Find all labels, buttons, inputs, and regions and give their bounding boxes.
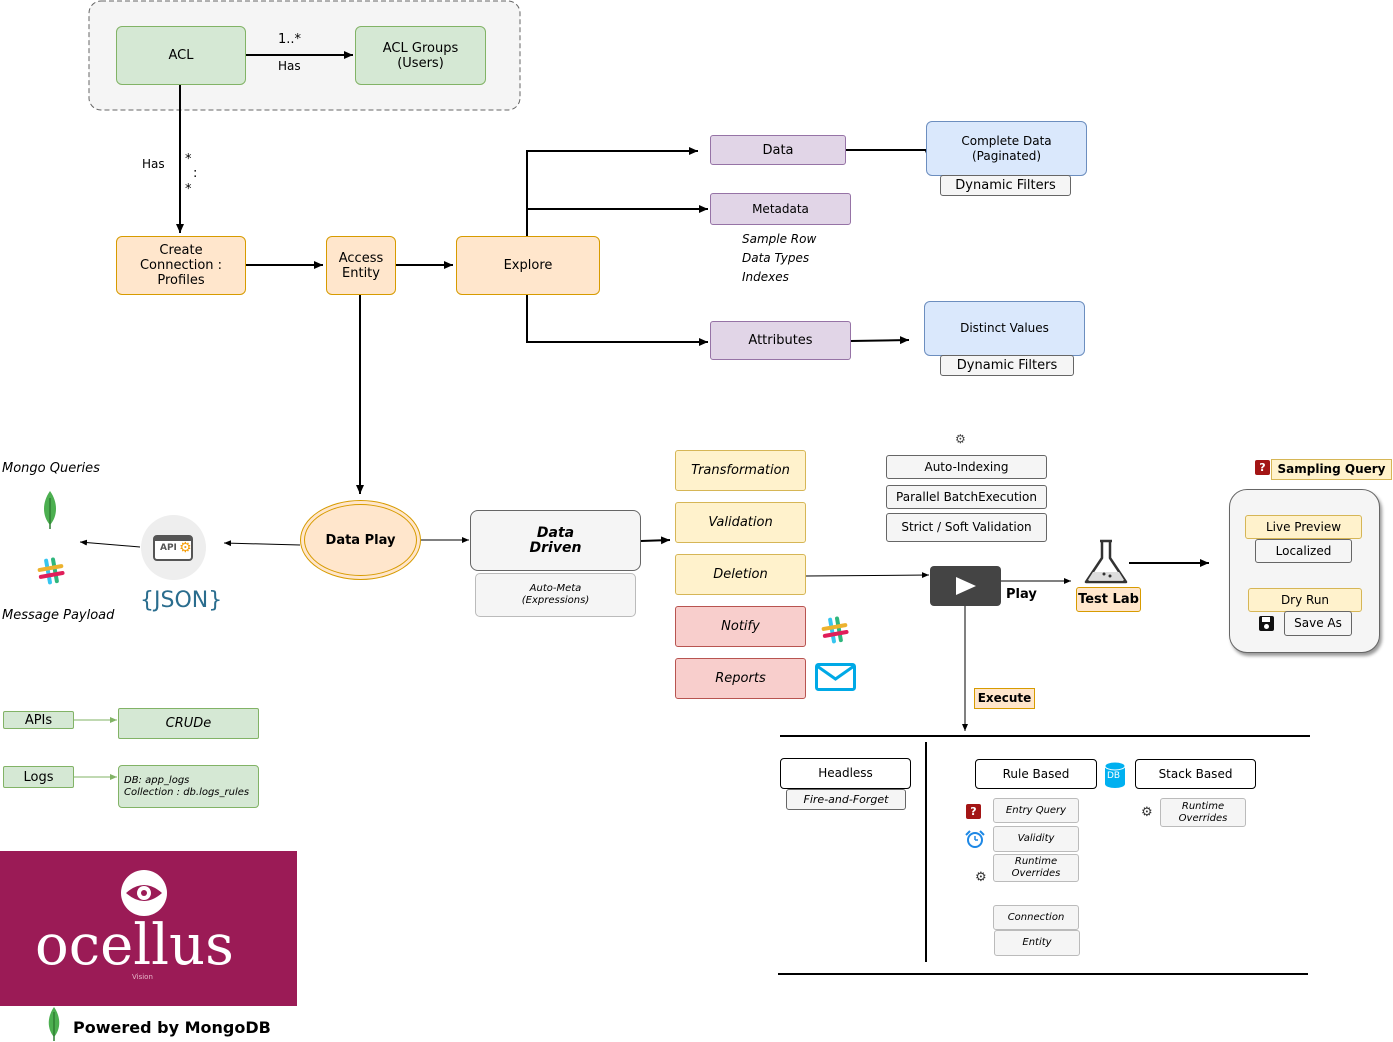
headless-node[interactable]: Headless [780, 758, 911, 789]
stack-item-runtime-overrides[interactable]: Runtime Overrides [1160, 798, 1246, 827]
option-strict-soft[interactable]: Strict / Soft Validation [886, 513, 1047, 542]
data-node[interactable]: Data [710, 135, 846, 165]
action-notify[interactable]: Notify [675, 606, 806, 647]
option-parallel-batch[interactable]: Parallel BatchExecution [886, 485, 1047, 509]
action-validation[interactable]: Validation [675, 502, 806, 543]
data-play-node[interactable]: Data Play [304, 504, 417, 576]
edge-dataplay-json [223, 540, 301, 547]
star-label-1: * [185, 152, 192, 167]
rule-based-node[interactable]: Rule Based [975, 759, 1097, 789]
metadata-item-indexes: Indexes [742, 270, 789, 284]
play-label: Play [1006, 587, 1037, 602]
has-label: Has [278, 59, 301, 73]
distinct-values-node[interactable]: Distinct Values [924, 301, 1085, 356]
rule-item-entity[interactable]: Entity [994, 930, 1080, 956]
rule-item-connection[interactable]: Connection [993, 905, 1079, 930]
slack-icon [37, 557, 65, 585]
edge-datadriven-actions [640, 536, 671, 545]
metadata-item-sample-row: Sample Row [742, 232, 817, 246]
api-icon-label: API [160, 543, 177, 553]
access-entity-node[interactable]: Access Entity [326, 236, 396, 295]
metadata-node[interactable]: Metadata [710, 193, 851, 225]
sampling-help-icon: ? [1255, 460, 1270, 475]
ocellus-logo: ocellus Vision [0, 851, 297, 1006]
play-button[interactable] [930, 566, 1001, 606]
message-payload-label: Message Payload [2, 608, 115, 623]
dynamic-filters-1[interactable]: Dynamic Filters [940, 175, 1071, 196]
apis-node[interactable]: APIs [3, 711, 74, 729]
sampling-query-node[interactable]: Sampling Query [1271, 459, 1392, 480]
action-reports[interactable]: Reports [675, 658, 806, 699]
action-deletion[interactable]: Deletion [675, 554, 806, 595]
json-label: {JSON} [140, 588, 223, 613]
test-lab-flask-icon [1084, 539, 1128, 584]
api-gear-icon: ⚙ [179, 540, 192, 556]
rule-item-runtime-overrides[interactable]: Runtime Overrides [993, 854, 1079, 882]
edge-data-complete [846, 149, 931, 158]
fire-and-forget-node[interactable]: Fire-and-Forget [786, 789, 906, 810]
rule-gear-icon: ⚙ [975, 870, 987, 885]
database-icon [1104, 761, 1126, 788]
acl-node[interactable]: ACL [116, 26, 246, 85]
crude-node[interactable]: CRUDe [118, 708, 259, 739]
action-transformation[interactable]: Transformation [675, 450, 806, 491]
star-label-2: : [193, 166, 198, 181]
auto-meta-node[interactable]: Auto-Meta (Expressions) [475, 573, 636, 617]
database-icon-label: DB [1107, 771, 1121, 781]
play-icon [956, 577, 976, 595]
save-as-button[interactable]: Save As [1284, 611, 1352, 636]
logs-db-node[interactable]: DB: app_logs Collection : db.logs_rules [118, 765, 259, 808]
email-icon [815, 663, 856, 691]
execute-node[interactable]: Execute [974, 688, 1035, 709]
alarm-clock-icon [965, 830, 985, 848]
star-label-3: * [185, 182, 192, 197]
complete-data-node[interactable]: Complete Data (Paginated) [926, 121, 1087, 176]
brand-sub: Vision [132, 973, 153, 981]
api-icon: API ⚙ [153, 535, 193, 561]
logs-node[interactable]: Logs [3, 766, 74, 788]
rule-item-validity[interactable]: Validity [993, 826, 1079, 852]
stack-gear-icon: ⚙ [1141, 805, 1153, 820]
edge-explore-data [526, 147, 698, 236]
option-auto-indexing[interactable]: Auto-Indexing [886, 455, 1047, 479]
eye-logo-icon [121, 870, 167, 916]
mongo-queries-label: Mongo Queries [2, 461, 100, 476]
stack-based-node[interactable]: Stack Based [1135, 759, 1256, 789]
brand-name: ocellus [35, 913, 234, 978]
edge-json-mongo [79, 539, 141, 548]
test-lab-node[interactable]: Test Lab [1076, 587, 1141, 612]
rule-item-entry-query[interactable]: Entry Query [993, 798, 1079, 823]
options-gear-icon: ⚙ [955, 432, 966, 446]
notify-slack-icon [821, 616, 849, 644]
powered-by-label: Powered by MongoDB [73, 1018, 271, 1037]
dynamic-filters-2[interactable]: Dynamic Filters [940, 355, 1074, 376]
acl-groups-node[interactable]: ACL Groups (Users) [355, 26, 486, 85]
edge-attributes-distinct [850, 336, 910, 345]
powered-mongodb-leaf-icon [48, 1007, 60, 1041]
data-driven-node[interactable]: Data Driven [470, 510, 641, 571]
edge-explore-attributes [526, 295, 708, 346]
create-connection-node[interactable]: Create Connection : Profiles [116, 236, 246, 295]
dry-run-button[interactable]: Dry Run [1248, 588, 1362, 612]
attributes-node[interactable]: Attributes [710, 321, 851, 360]
entry-query-help-icon: ? [966, 804, 981, 819]
multiplicity-label: 1..* [278, 32, 302, 47]
explore-node[interactable]: Explore [456, 236, 600, 295]
has-left-label: Has [142, 157, 165, 171]
live-preview-button[interactable]: Live Preview [1245, 515, 1362, 539]
save-icon [1259, 616, 1274, 631]
mongodb-leaf-icon [44, 491, 56, 529]
localized-button[interactable]: Localized [1255, 539, 1352, 563]
edge-deletion-play [805, 572, 930, 579]
metadata-item-data-types: Data Types [742, 251, 810, 265]
